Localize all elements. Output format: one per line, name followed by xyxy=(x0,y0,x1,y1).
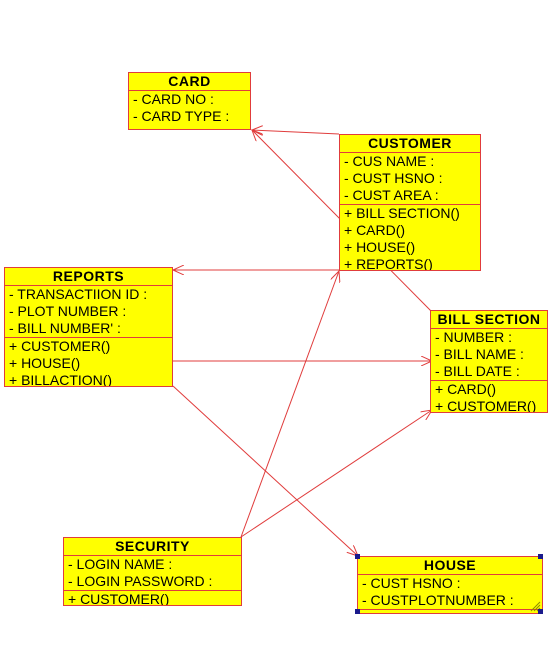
security-to-customer-line xyxy=(240,271,339,538)
class-house[interactable]: HOUSE - CUST HSNO : - CUSTPLOTNUMBER : xyxy=(357,556,543,614)
class-customer-attributes: - CUS NAME : - CUST HSNO : - CUST AREA : xyxy=(340,153,480,205)
attribute: - BILL NUMBER' : xyxy=(9,320,121,336)
security-to-billsection-line xyxy=(240,410,432,538)
attribute: - LOGIN NAME : xyxy=(68,556,173,572)
selection-handle-bottom-left[interactable] xyxy=(355,609,360,614)
customer-to-card-line xyxy=(252,130,340,134)
attribute: - CARD TYPE : xyxy=(133,108,230,124)
attribute: - BILL NAME : xyxy=(435,346,524,362)
class-security-operations: + CUSTOMER() xyxy=(64,591,241,606)
operation: + CUSTOMER() xyxy=(68,591,170,606)
operation: + CUSTOMER() xyxy=(9,338,111,354)
attribute: - LOGIN PASSWORD : xyxy=(68,573,213,589)
class-card-title: CARD xyxy=(129,73,250,91)
operation: + HOUSE() xyxy=(9,355,81,371)
attribute: - PLOT NUMBER : xyxy=(9,303,127,319)
class-house-attributes: - CUST HSNO : - CUSTPLOTNUMBER : xyxy=(358,575,542,610)
attribute: - CUS NAME : xyxy=(344,153,435,169)
attribute: - TRANSACTIION ID : xyxy=(9,286,148,302)
class-bill-section-attributes: - NUMBER : - BILL NAME : - BILL DATE : xyxy=(431,329,547,381)
class-reports[interactable]: REPORTS - TRANSACTIION ID : - PLOT NUMBE… xyxy=(4,267,173,387)
attribute: - NUMBER : xyxy=(435,329,512,345)
operation: + BILLACTION() xyxy=(9,372,113,387)
class-security[interactable]: SECURITY - LOGIN NAME : - LOGIN PASSWORD… xyxy=(63,537,242,606)
class-card[interactable]: CARD - CARD NO : - CARD TYPE : xyxy=(128,72,251,130)
operation: + REPORTS() xyxy=(344,256,433,271)
selection-handle-bottom-right[interactable] xyxy=(538,609,543,614)
selection-handle-top-left[interactable] xyxy=(355,554,360,559)
class-bill-section-title: BILL SECTION xyxy=(431,311,547,329)
class-card-attributes: - CARD NO : - CARD TYPE : xyxy=(129,91,250,125)
class-security-attributes: - LOGIN NAME : - LOGIN PASSWORD : xyxy=(64,556,241,591)
class-customer-operations: + BILL SECTION() + CARD() + HOUSE() + RE… xyxy=(340,205,480,271)
attribute: - BILL DATE : xyxy=(435,363,520,379)
operation: + BILL SECTION() xyxy=(344,205,460,221)
class-reports-attributes: - TRANSACTIION ID : - PLOT NUMBER : - BI… xyxy=(5,286,172,338)
operation: + CARD() xyxy=(435,381,497,397)
operation: + CUSTOMER() xyxy=(435,398,537,413)
attribute: - CUST HSNO : xyxy=(344,170,443,186)
class-bill-section[interactable]: BILL SECTION - NUMBER : - BILL NAME : - … xyxy=(430,310,548,413)
attribute: - CUST AREA : xyxy=(344,187,439,203)
operation: + CARD() xyxy=(344,222,406,238)
class-reports-operations: + CUSTOMER() + HOUSE() + BILLACTION() xyxy=(5,338,172,387)
class-reports-title: REPORTS xyxy=(5,268,172,286)
attribute: - CARD NO : xyxy=(133,91,214,107)
class-bill-section-operations: + CARD() + CUSTOMER() xyxy=(431,381,547,413)
class-house-title: HOUSE xyxy=(358,557,542,575)
class-customer[interactable]: CUSTOMER - CUS NAME : - CUST HSNO : - CU… xyxy=(339,134,481,271)
attribute: - CUSTPLOTNUMBER : xyxy=(362,592,514,608)
attribute: - CUST HSNO : xyxy=(362,575,461,591)
class-security-title: SECURITY xyxy=(64,538,241,556)
class-customer-title: CUSTOMER xyxy=(340,135,480,153)
operation: + HOUSE() xyxy=(344,239,416,255)
selection-handle-top-right[interactable] xyxy=(538,554,543,559)
